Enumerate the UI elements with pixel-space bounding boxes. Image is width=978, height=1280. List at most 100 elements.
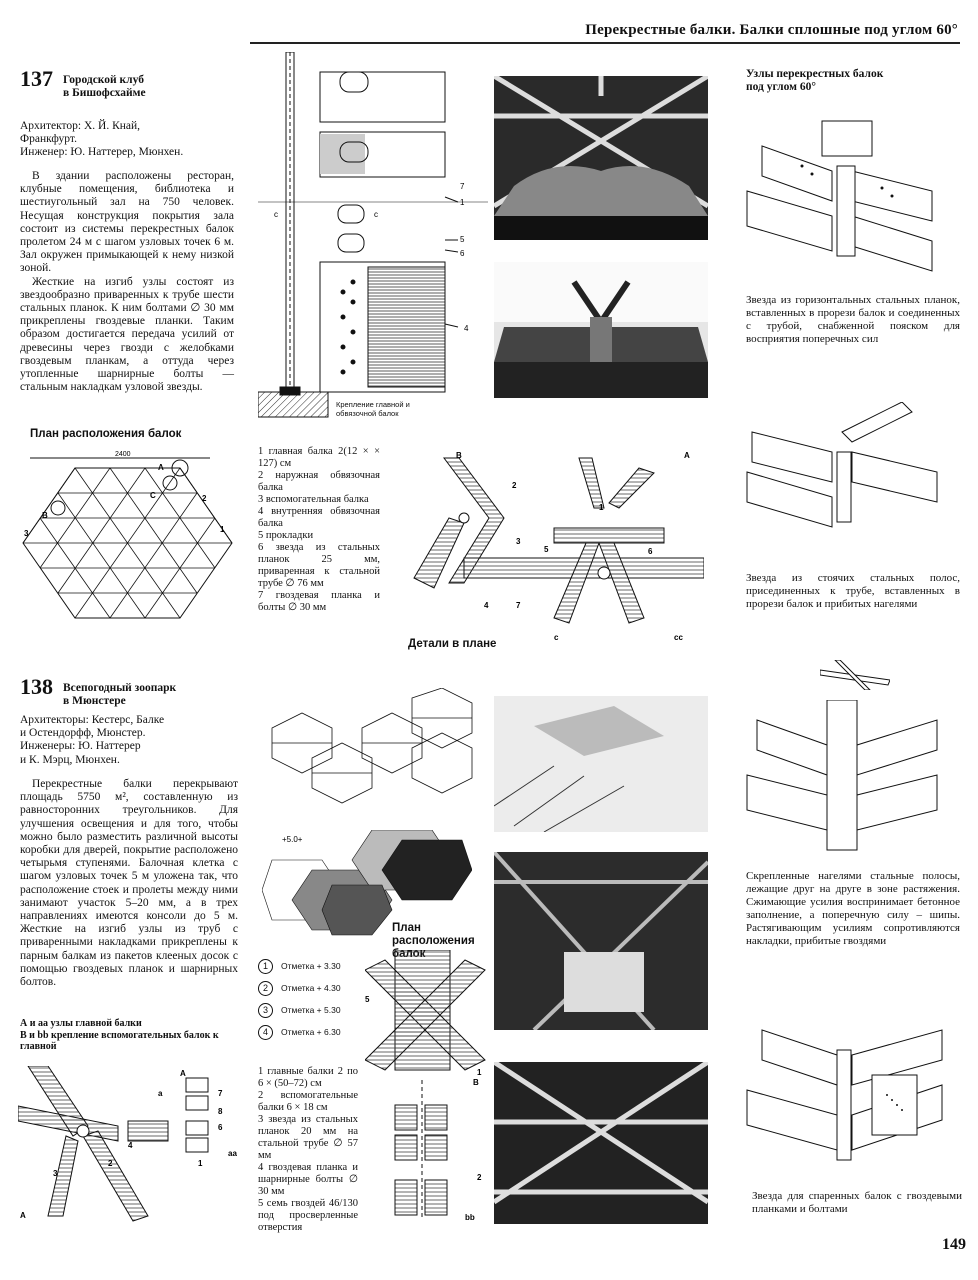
- plate-icon: [820, 660, 890, 690]
- main-beam-node-drawing: A aa A 4 2 3 7 8 6 1 a: [18, 1066, 237, 1222]
- detail-label: 1: [477, 1068, 482, 1077]
- credit-line: и К. Мэрц, Мюнхен.: [20, 753, 120, 766]
- node-label: 1: [198, 1159, 203, 1168]
- plan-dimension: 2400: [115, 451, 131, 458]
- legend-item: 2 наружная обвязочная балка: [258, 470, 380, 493]
- section-label: 6: [460, 249, 465, 258]
- node-label: 8: [218, 1107, 223, 1116]
- node-iso-drawing-2: [746, 402, 938, 528]
- credit-line: Франкфурт.: [20, 133, 77, 146]
- section-number: 138: [20, 674, 53, 699]
- beam-layout-plan: 2400 A B C 1 2 3: [22, 451, 233, 619]
- level-label: Отметка + 4.30: [281, 983, 341, 993]
- sidebar-caption: Звезда из стоячих стальных полос, присед…: [746, 572, 960, 610]
- detail-label: c: [554, 633, 559, 642]
- exterior-photo: [494, 696, 708, 832]
- plan-label: A: [158, 463, 164, 472]
- interior-photo: [494, 852, 708, 1030]
- detail-label: bb: [465, 1213, 475, 1222]
- interior-photo: [494, 76, 708, 240]
- sidebar-heading: Узлы перекрестных балок под углом 60°: [746, 68, 956, 94]
- legend-item: 4 гвоздевая планка и шарнирные болты ∅ 3…: [258, 1162, 358, 1197]
- plan-label: B: [42, 511, 48, 520]
- section-137-heading: 137 Городской клуб в Бишофсхайме: [20, 66, 240, 100]
- node-label: a: [158, 1089, 163, 1098]
- level-label: Отметка + 5.30: [281, 1005, 341, 1015]
- sidebar-title: под углом 60°: [746, 81, 816, 93]
- level-item: 1 Отметка + 3.30: [258, 955, 378, 977]
- section-title: в Бишофсхайме: [63, 87, 146, 99]
- plan-label: 3: [24, 529, 29, 538]
- section-label: c: [374, 210, 378, 219]
- detail-label: 2: [477, 1173, 482, 1182]
- node-label: 3: [53, 1169, 58, 1178]
- level-label: Отметка + 6.30: [281, 1027, 341, 1037]
- section-title: Городской клуб: [63, 74, 144, 86]
- plan-caption: План расположения балок: [30, 428, 182, 440]
- section-number: 137: [20, 66, 53, 91]
- plan-label: 1: [220, 525, 225, 534]
- detail-label: 2: [512, 481, 517, 490]
- note-line: В и bb крепление вспомогательных балок к…: [20, 1029, 219, 1053]
- legend-item: 2 вспомогательные балки 6 × 18 см: [258, 1090, 358, 1113]
- details-caption: Детали в плане: [408, 638, 497, 650]
- detail-label: B: [473, 1078, 479, 1087]
- section-138-heading: 138 Всепогодный зоопарк в Мюнстере: [20, 674, 240, 708]
- credit-line: Архитекторы: Кестерс, Балке: [20, 714, 165, 726]
- level-label: Отметка + 3.30: [281, 961, 341, 971]
- roof-level-plan: +5.0+: [262, 830, 472, 936]
- level-number: 1: [258, 959, 273, 974]
- legend-item: 6 звезда из стальных планок 25 мм, прива…: [258, 542, 380, 589]
- detail-label: 3: [516, 537, 521, 546]
- sidebar-caption: Звезда из горизонтальных стальных планок…: [746, 294, 960, 345]
- section-title: в Мюнстере: [63, 695, 126, 707]
- credit-line: Инженер: Ю. Наттерер, Мюнхен.: [20, 146, 184, 159]
- level-item: 2 Отметка + 4.30: [258, 977, 378, 999]
- detail-label: B: [456, 451, 462, 460]
- body-paragraph: В здании расположены ресторан, клубные п…: [20, 170, 234, 275]
- detail-label: 5: [365, 995, 370, 1004]
- node-label: A: [180, 1069, 186, 1078]
- section-label: 5: [460, 235, 465, 244]
- legend-item: 3 вспомогательная балка: [258, 494, 369, 505]
- sidebar-caption: Скрепленные нагелями стальные полосы, ле…: [746, 870, 960, 947]
- section-137-body: В здании расположены ресторан, клубные п…: [20, 170, 234, 394]
- node-label: 4: [128, 1141, 133, 1150]
- detail-label: A: [684, 451, 690, 460]
- node-label: 6: [218, 1123, 223, 1132]
- node-label: A: [20, 1211, 26, 1220]
- detail-label: 4: [484, 601, 489, 610]
- node-iso-drawing-4: [746, 1029, 943, 1161]
- plan-label: C: [150, 491, 156, 500]
- beam-connection-details: B bb 5 1 2: [365, 950, 486, 1222]
- section-138-note: А и аа узлы главной балки В и bb креплен…: [20, 1018, 240, 1053]
- section-137-credits: Архитектор: Х. Й. Кнай, Франкфурт. Инжен…: [20, 120, 242, 160]
- isometric-roof-drawing: [271, 688, 473, 804]
- running-header: Перекрестные балки. Балки сплошные под у…: [585, 22, 958, 38]
- section-138-body: Перекрестные балки перекрывают площадь 5…: [20, 778, 238, 989]
- node-label: 7: [218, 1089, 223, 1098]
- detail-label: cc: [674, 633, 683, 642]
- beam-section-drawing: 1 7 5 6 4 c c: [258, 52, 488, 418]
- body-paragraph: Перекрестные балки перекрывают площадь 5…: [20, 778, 238, 989]
- level-item: 3 Отметка + 5.30: [258, 999, 378, 1021]
- section-caption: Крепление главной и обвязочной балок: [336, 400, 410, 418]
- level-number: 4: [258, 1025, 273, 1040]
- legend-item: 1 главная балка 2(12 × × 127) см: [258, 446, 380, 469]
- legend-item: 1 главные балки 2 по 6 × (50–72) см: [258, 1066, 358, 1089]
- credit-line: Архитектор: Х. Й. Кнай,: [20, 120, 141, 132]
- detail-label: 1: [599, 503, 604, 512]
- section-label: 7: [460, 182, 465, 191]
- detail-label: 7: [516, 601, 521, 610]
- note-line: А и аа узлы главной балки: [20, 1018, 142, 1029]
- plan-label: 2: [202, 494, 207, 503]
- node-iso-drawing-1: [746, 120, 933, 272]
- node-label: aa: [228, 1149, 237, 1158]
- legend-137: 1 главная балка 2(12 × × 127) см 2 наруж…: [258, 446, 380, 614]
- level-number: 3: [258, 1003, 273, 1018]
- level-mark: +5.0+: [282, 835, 303, 844]
- ceiling-photo: [494, 1062, 708, 1224]
- legend-138: 1 главные балки 2 по 6 × (50–72) см 2 вс…: [258, 1066, 358, 1234]
- sidebar-title: Узлы перекрестных балок: [746, 68, 884, 80]
- level-number: 2: [258, 981, 273, 996]
